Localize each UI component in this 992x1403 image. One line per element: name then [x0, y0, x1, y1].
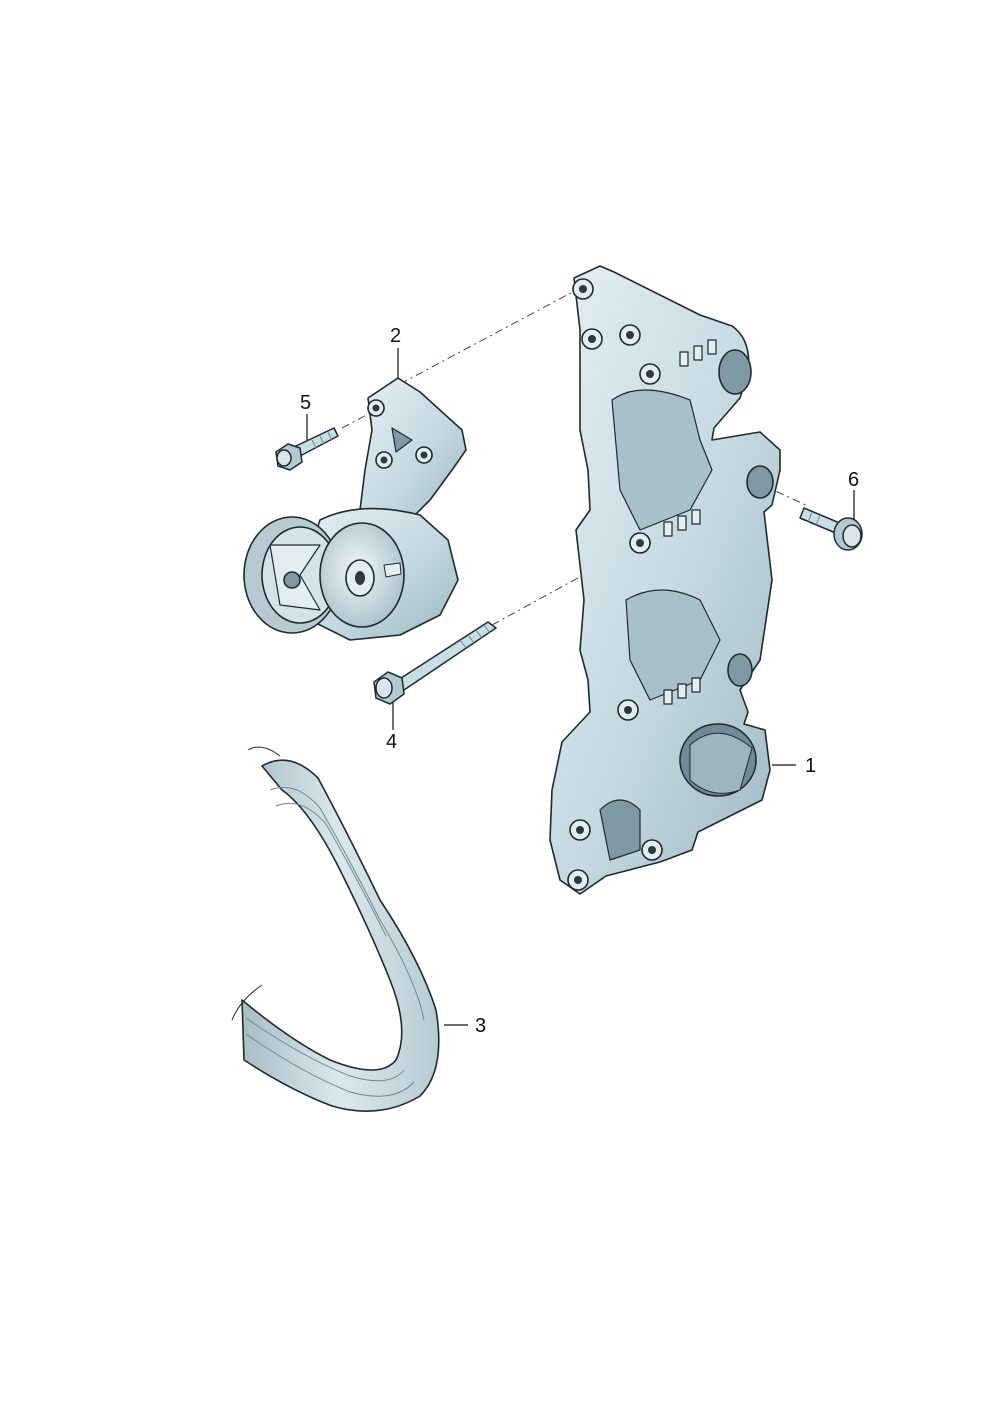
callout-label-3: 3 — [475, 1015, 486, 1037]
short-bolt-part-5 — [275, 427, 339, 471]
ribbed-belt-part-3 — [231, 746, 440, 1112]
callout-leaders — [306, 348, 855, 1026]
callout-label-6: 6 — [848, 469, 859, 491]
tensioner-part-2 — [243, 377, 467, 641]
long-bolt-part-4 — [373, 621, 497, 705]
callout-label-4: 4 — [386, 731, 397, 753]
callout-label-5: 5 — [300, 392, 311, 414]
bracket-part-1 — [549, 265, 781, 895]
callout-label-1: 1 — [805, 755, 816, 777]
flange-bolt-part-6 — [799, 507, 863, 551]
assembly-lines — [341, 286, 809, 626]
callout-label-2: 2 — [390, 325, 401, 347]
